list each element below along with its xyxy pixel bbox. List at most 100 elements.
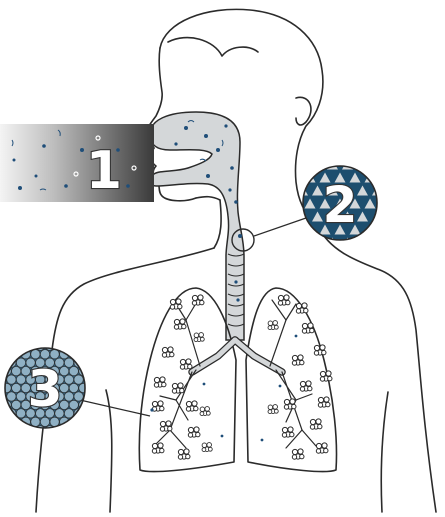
airway (150, 112, 244, 340)
stage-1-label: 1 (86, 141, 122, 201)
grid-dot (2, 350, 11, 359)
grid-dot (93, 375, 102, 384)
grid-dot (16, 392, 25, 401)
grid-dot (7, 392, 16, 401)
mesh-triangle (357, 160, 368, 170)
grid-dot (93, 392, 102, 401)
mesh-triangle (380, 173, 391, 183)
mesh-triangle (275, 199, 286, 209)
alveoli-right (268, 295, 332, 459)
mesh-triangle (395, 199, 406, 209)
grid-dot (16, 426, 25, 435)
mesh-triangle (380, 224, 391, 234)
grid-dot (88, 417, 97, 426)
mesh-triangle (387, 237, 398, 247)
grid-dot (84, 358, 93, 367)
mesh-triangle (417, 237, 428, 247)
mesh-triangle (335, 250, 346, 260)
stage-3-callout: 3 (0, 341, 150, 435)
mesh-triangle (267, 237, 278, 247)
mesh-triangle (365, 147, 376, 157)
mesh-triangle (365, 250, 376, 260)
grid-dot (93, 341, 102, 350)
mesh-triangle (410, 147, 421, 157)
mesh-triangle (395, 250, 406, 260)
grid-dot (74, 426, 83, 435)
grid-dot (0, 383, 2, 392)
mesh-triangle (305, 147, 316, 157)
mesh-triangle (402, 237, 413, 247)
grid-dot (79, 383, 88, 392)
mesh-triangle (260, 173, 271, 183)
mesh-triangle (282, 211, 293, 221)
grid-dot (0, 426, 6, 435)
grid-dot (84, 409, 93, 418)
mesh-triangle (395, 224, 406, 234)
grid-dot (0, 417, 2, 426)
grid-dot (7, 375, 16, 384)
mesh-triangle (297, 160, 308, 170)
mesh-triangle (260, 147, 271, 157)
grid-dot (69, 383, 78, 392)
mesh-triangle (282, 186, 293, 196)
mesh-triangle (395, 173, 406, 183)
grid-dot (64, 392, 73, 401)
mesh-triangle (417, 160, 428, 170)
grid-dot (16, 341, 25, 350)
grid-dot (40, 417, 49, 426)
grid-dot (69, 367, 78, 376)
mesh-triangle (267, 160, 278, 170)
grid-dot (93, 426, 102, 435)
mesh-triangle (267, 186, 278, 196)
mesh-triangle (305, 250, 316, 260)
mesh-triangle (275, 147, 286, 157)
mesh-triangle (275, 250, 286, 260)
mesh-triangle (297, 237, 308, 247)
grid-dot (0, 341, 6, 350)
mesh-triangle (312, 237, 323, 247)
mesh-triangle (290, 224, 301, 234)
grid-dot (69, 400, 78, 409)
mesh-triangle (320, 250, 331, 260)
mesh-triangle (380, 199, 391, 209)
mesh-triangle (260, 199, 271, 209)
mesh-triangle (350, 147, 361, 157)
stage-2-label: 2 (323, 176, 358, 234)
mesh-triangle (357, 237, 368, 247)
grid-dot (74, 341, 83, 350)
mesh-triangle (417, 211, 428, 221)
grid-dot (74, 392, 83, 401)
grid-dot (16, 375, 25, 384)
grid-dot (0, 409, 6, 418)
mesh-triangle (335, 147, 346, 157)
grid-dot (84, 341, 93, 350)
mesh-triangle (267, 211, 278, 221)
grid-dot (2, 383, 11, 392)
grid-dot (0, 350, 2, 359)
grid-dot (64, 426, 73, 435)
mesh-triangle (395, 147, 406, 157)
grid-dot (93, 409, 102, 418)
stage-1-inhalation: 1 (0, 124, 154, 202)
mesh-triangle (410, 199, 421, 209)
mesh-triangle (387, 211, 398, 221)
grid-dot (88, 367, 97, 376)
mesh-triangle (402, 160, 413, 170)
grid-dot (31, 350, 40, 359)
stage-3-label: 3 (28, 360, 63, 418)
mesh-triangle (320, 147, 331, 157)
mesh-triangle (312, 160, 323, 170)
grid-dot (64, 341, 73, 350)
grid-dot (12, 383, 21, 392)
mesh-triangle (290, 199, 301, 209)
mesh-triangle (290, 147, 301, 157)
grid-dot (88, 350, 97, 359)
grid-dot (7, 426, 16, 435)
mesh-triangle (410, 173, 421, 183)
grid-dot (79, 417, 88, 426)
alveoli-left (152, 295, 212, 459)
grid-dot (0, 400, 2, 409)
grid-dot (50, 417, 59, 426)
mesh-triangle (402, 211, 413, 221)
